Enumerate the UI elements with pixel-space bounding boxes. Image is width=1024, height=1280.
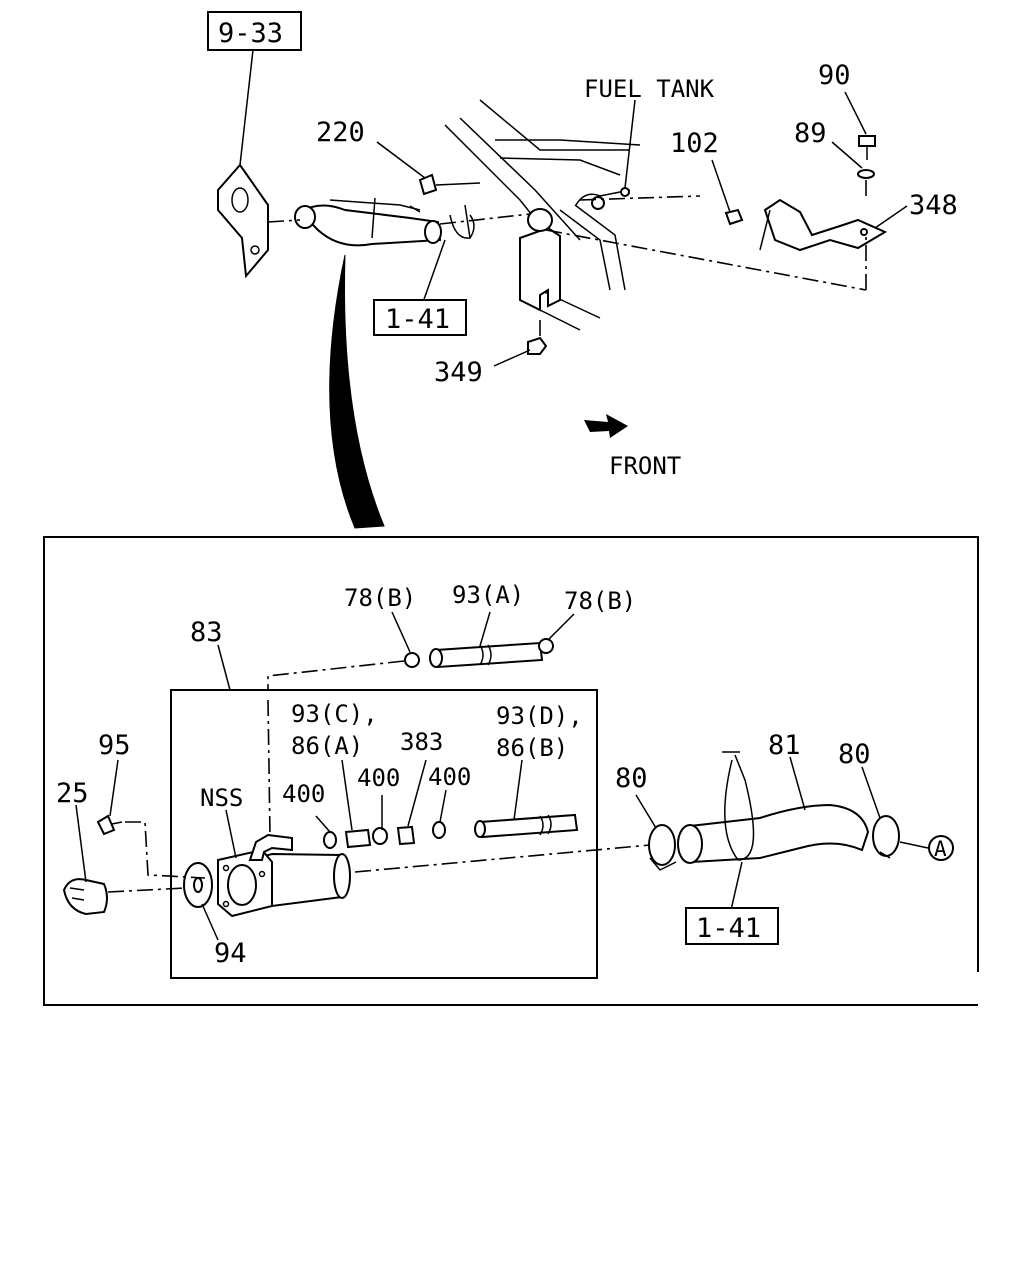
label-a: A xyxy=(934,837,947,861)
label-front: FRONT xyxy=(609,452,681,480)
label-1-41-detail: 1-41 xyxy=(696,913,761,944)
vehicle-overview xyxy=(217,99,888,355)
label-400-a: 400 xyxy=(282,780,325,808)
label-383: 383 xyxy=(400,728,443,756)
detail-parts xyxy=(62,638,954,918)
label-93a: 93(A) xyxy=(452,581,524,609)
label-348: 348 xyxy=(909,190,958,221)
label-1-41-top: 1-41 xyxy=(385,304,450,335)
ref-box-1-41-detail xyxy=(685,907,779,945)
front-arrow-icon xyxy=(584,414,628,438)
label-80-right: 80 xyxy=(838,739,871,770)
label-89: 89 xyxy=(794,118,827,149)
label-90: 90 xyxy=(818,60,851,91)
top-leader-lines xyxy=(239,49,908,367)
detail-pointer-arrow xyxy=(329,254,385,529)
label-349: 349 xyxy=(434,357,483,388)
label-220: 220 xyxy=(316,117,365,148)
label-94: 94 xyxy=(214,938,247,969)
label-86b: 86(B) xyxy=(496,734,568,762)
label-80-left: 80 xyxy=(615,763,648,794)
label-400-c: 400 xyxy=(428,763,471,791)
detail-leader-lines xyxy=(75,611,929,941)
label-95: 95 xyxy=(98,730,131,761)
label-400-b: 400 xyxy=(357,764,400,792)
label-nss: NSS xyxy=(200,784,243,812)
label-9-33: 9-33 xyxy=(218,18,283,49)
label-83: 83 xyxy=(190,617,223,648)
ref-box-9-33 xyxy=(207,11,302,51)
label-25: 25 xyxy=(56,778,89,809)
label-86a: 86(A) xyxy=(291,732,363,760)
label-fuel-tank: FUEL TANK xyxy=(584,75,715,103)
assembly-83-frame xyxy=(170,689,598,979)
detail-frame xyxy=(43,536,979,1006)
label-81: 81 xyxy=(768,730,801,761)
label-93c: 93(C), xyxy=(291,700,378,728)
label-78b-left: 78(B) xyxy=(344,584,416,612)
ref-box-1-41-top xyxy=(373,299,467,336)
label-93d: 93(D), xyxy=(496,702,583,730)
label-78b-right: 78(B) xyxy=(564,587,636,615)
label-102: 102 xyxy=(670,128,719,159)
